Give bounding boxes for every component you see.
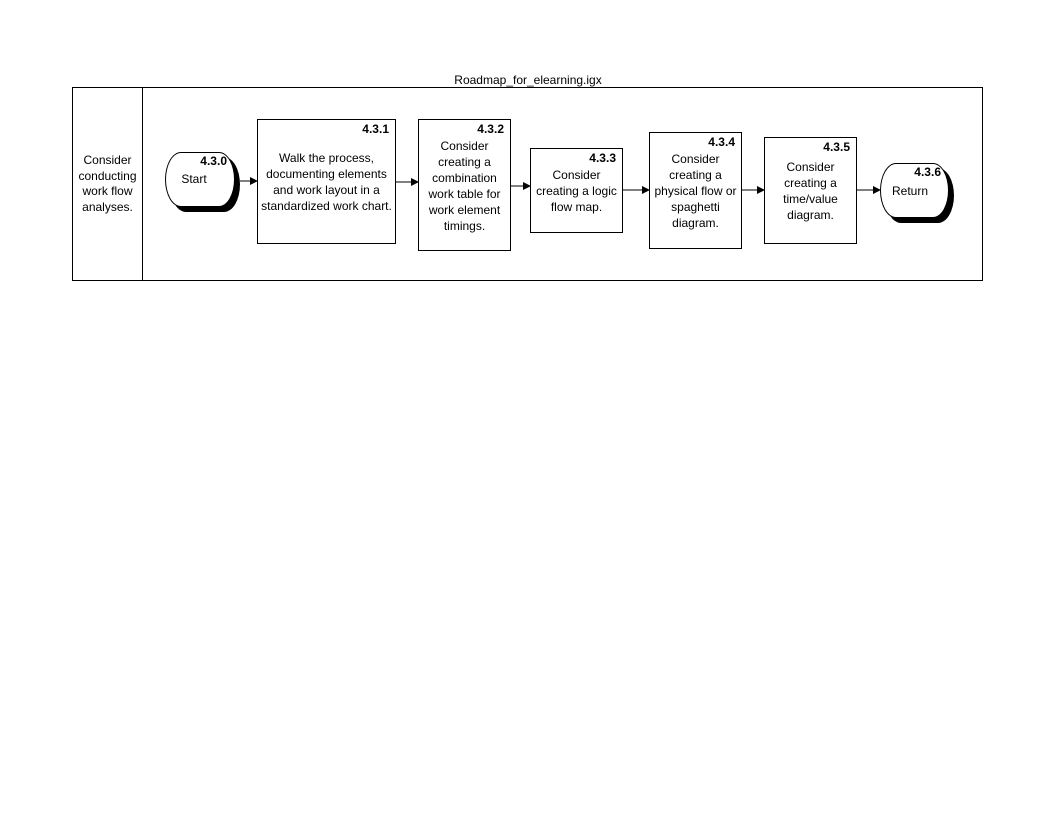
process-step-4-3-4[interactable]: 4.3.4 Consider creating a physical flow … xyxy=(649,132,742,249)
step-number: 4.3.5 xyxy=(823,140,850,154)
process-step-4-3-5[interactable]: 4.3.5 Consider creating a time/value dia… xyxy=(764,137,857,244)
swimlane: Consider conducting work flow analyses. xyxy=(72,87,983,281)
start-number: 4.3.0 xyxy=(200,154,227,168)
process-step-4-3-1[interactable]: 4.3.1 Walk the process, documenting elem… xyxy=(257,119,396,244)
start-label: Start xyxy=(181,172,207,186)
process-step-4-3-3[interactable]: 4.3.3 Consider creating a logic flow map… xyxy=(530,148,623,233)
return-number: 4.3.6 xyxy=(914,165,941,179)
step-label: Consider creating a combination work tab… xyxy=(428,139,501,233)
lane-label-text: Consider conducting work flow analyses. xyxy=(78,153,137,214)
diagram-title: Roadmap_for_elearning.igx xyxy=(454,73,602,87)
step-label: Consider creating a time/value diagram. xyxy=(783,160,838,222)
step-number: 4.3.2 xyxy=(477,122,504,136)
lane-label: Consider conducting work flow analyses. xyxy=(73,88,143,280)
step-label: Consider creating a physical flow or spa… xyxy=(654,152,737,230)
step-label: Walk the process, documenting elements a… xyxy=(261,151,392,213)
step-number: 4.3.4 xyxy=(708,135,735,149)
process-step-4-3-2[interactable]: 4.3.2 Consider creating a combination wo… xyxy=(418,119,511,251)
start-terminator[interactable]: 4.3.0 Start xyxy=(165,152,240,212)
step-number: 4.3.3 xyxy=(589,151,616,165)
return-label: Return xyxy=(891,184,929,198)
step-number: 4.3.1 xyxy=(362,122,389,136)
step-label: Consider creating a logic flow map. xyxy=(536,168,617,214)
return-terminator[interactable]: 4.3.6 Return xyxy=(880,163,954,223)
